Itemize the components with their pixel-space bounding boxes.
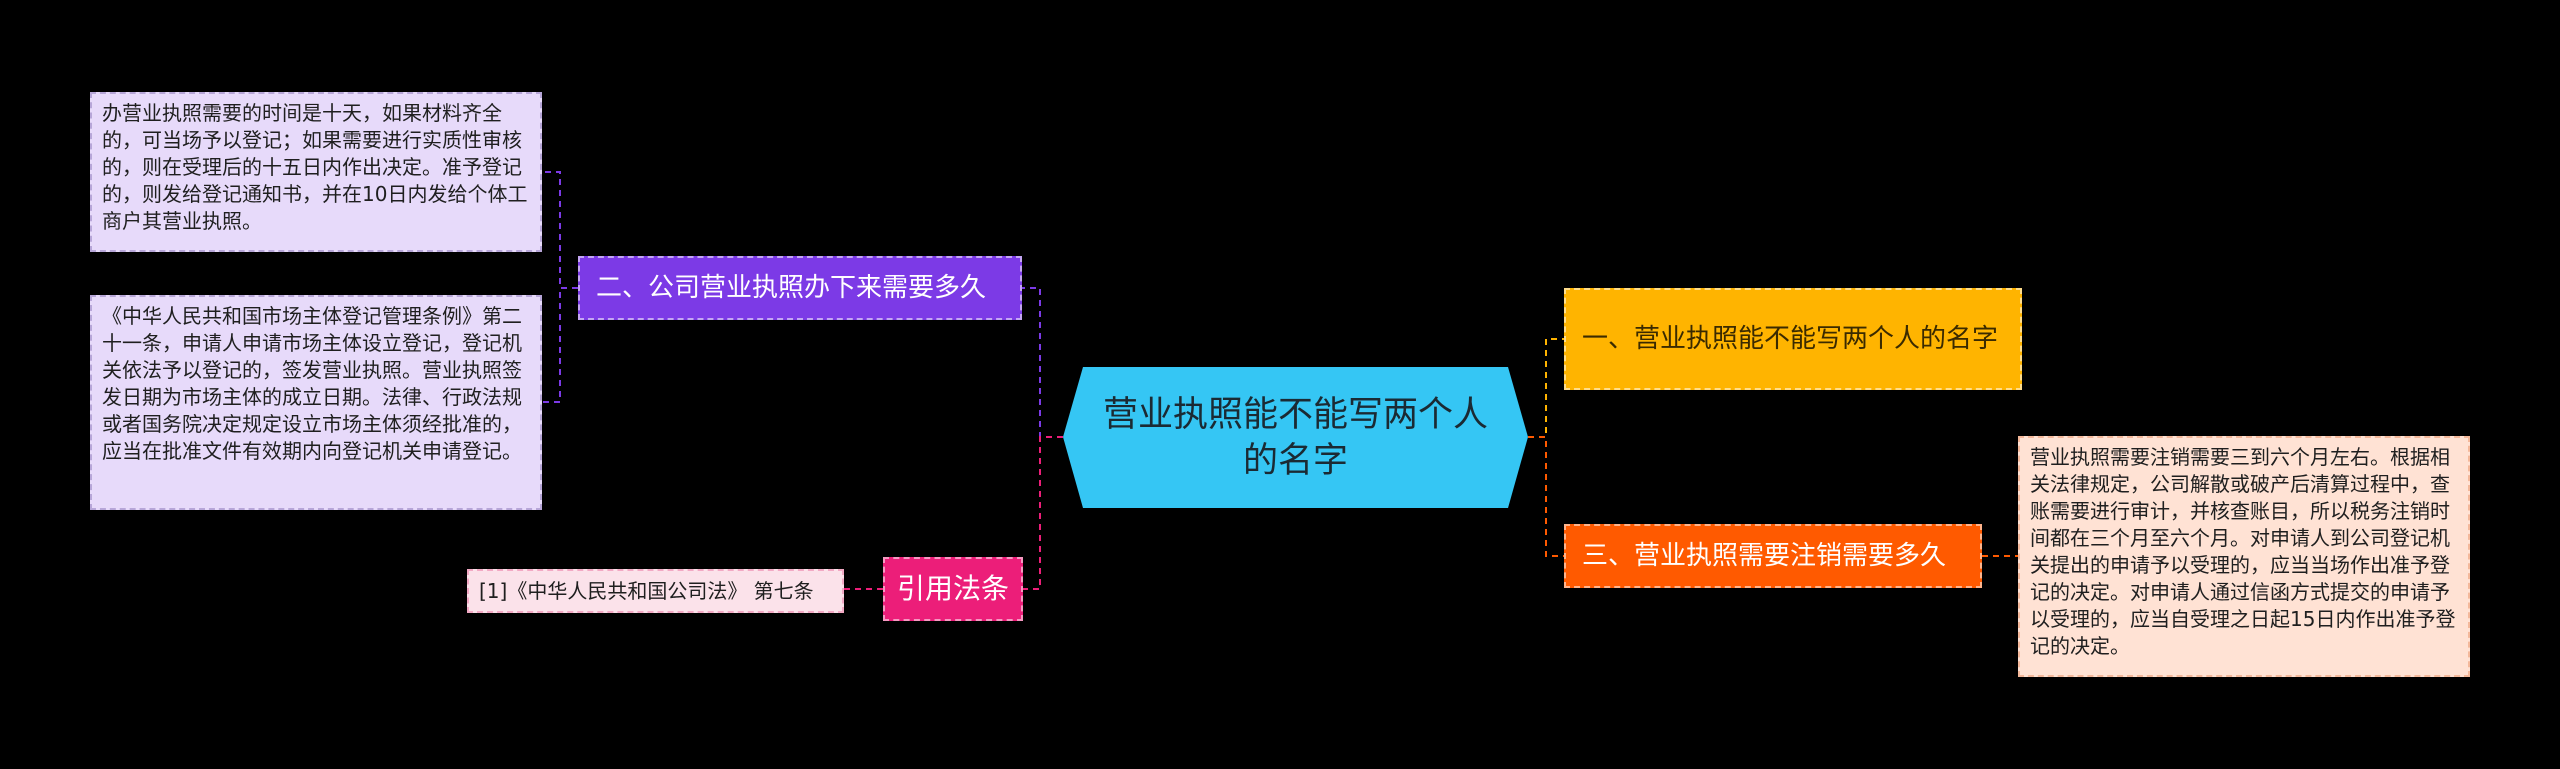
leaf-cited-law[interactable]: [1]《中华人民共和国公司法》 第七条: [467, 569, 844, 613]
branch-two-names[interactable]: 一、营业执照能不能写两个人的名字: [1564, 288, 2022, 390]
branch-cancellation-time[interactable]: 三、营业执照需要注销需要多久: [1564, 524, 1982, 588]
connector-center-to-cancel-time: [1528, 436, 1564, 557]
central-topic-label: 营业执照能不能写两个人的名字: [1102, 394, 1488, 481]
connector-center-to-cite: [1023, 436, 1063, 590]
leaf-business-time-duration-text: 办营业执照需要的时间是十天，如果材料齐全的，可当场予以登记；如果需要进行实质性审…: [102, 101, 528, 233]
connector-business-time-to-leaf2: [542, 287, 578, 403]
leaf-business-time-regulation[interactable]: 《中华人民共和国市场主体登记管理条例》第二十一条，申请人申请市场主体设立登记，登…: [90, 295, 542, 510]
leaf-cited-law-text: [1]《中华人民共和国公司法》 第七条: [479, 578, 814, 603]
leaf-cancellation-duration[interactable]: 营业执照需要注销需要三到六个月左右。根据相关法律规定，公司解散或破产后清算过程中…: [2018, 436, 2470, 677]
leaf-cancellation-duration-text: 营业执照需要注销需要三到六个月左右。根据相关法律规定，公司解散或破产后清算过程中…: [2030, 445, 2456, 658]
branch-cited-law[interactable]: 引用法条: [883, 557, 1023, 621]
branch-cited-law-label: 引用法条: [896, 572, 1009, 605]
connector-business-time-to-leaf1: [542, 171, 578, 289]
connector-center-to-business-time: [1022, 287, 1063, 438]
branch-business-license-time[interactable]: 二、公司营业执照办下来需要多久: [578, 256, 1022, 320]
central-topic[interactable]: 营业执照能不能写两个人的名字: [1063, 367, 1528, 508]
leaf-business-time-duration[interactable]: 办营业执照需要的时间是十天，如果材料齐全的，可当场予以登记；如果需要进行实质性审…: [90, 92, 542, 252]
branch-cancellation-time-label: 三、营业执照需要注销需要多久: [1582, 541, 1947, 571]
leaf-business-time-regulation-text: 《中华人民共和国市场主体登记管理条例》第二十一条，申请人申请市场主体设立登记，登…: [102, 304, 522, 463]
branch-two-names-label: 一、营业执照能不能写两个人的名字: [1582, 324, 1999, 354]
connector-center-to-two-names: [1528, 338, 1564, 438]
branch-business-license-time-label: 二、公司营业执照办下来需要多久: [596, 273, 987, 303]
